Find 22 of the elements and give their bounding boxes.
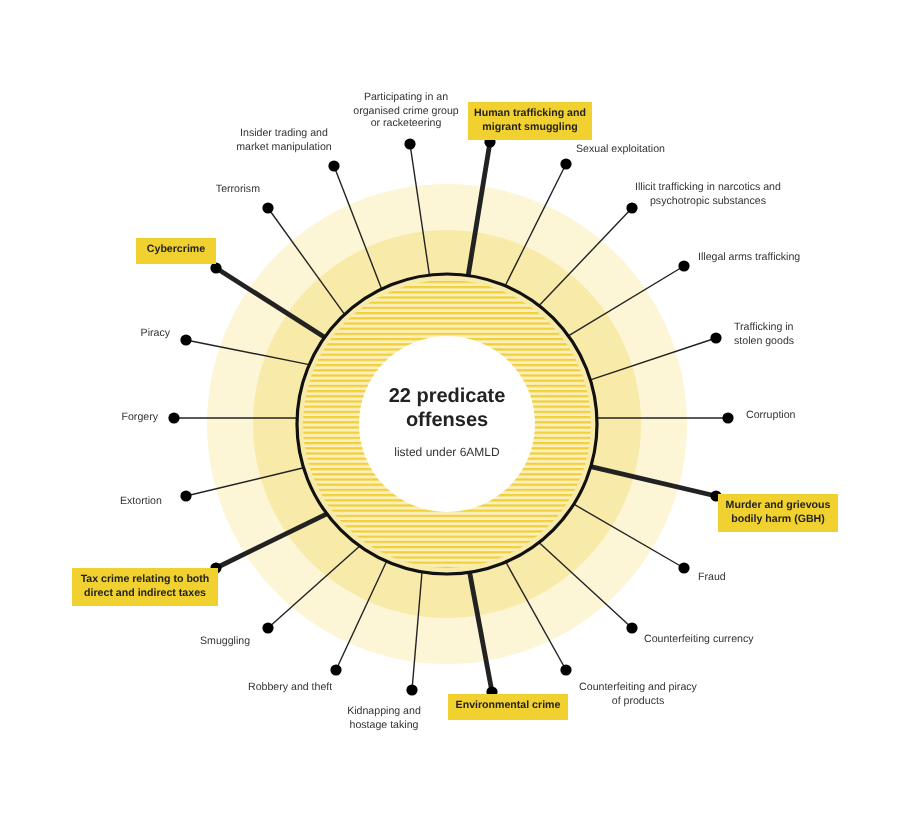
leader-line xyxy=(406,571,423,696)
leader-line xyxy=(589,332,722,381)
leader-line xyxy=(180,334,310,366)
thick-leader-line xyxy=(465,136,496,276)
leader-line xyxy=(538,541,638,634)
leader-line xyxy=(168,412,298,424)
leader-line xyxy=(505,561,572,676)
leader-line xyxy=(330,560,388,676)
leader-line xyxy=(538,202,638,307)
leader-line xyxy=(404,138,431,276)
leader-line xyxy=(567,260,690,337)
thick-leader-line xyxy=(467,571,498,698)
leader-line xyxy=(573,503,690,574)
thick-leader-line xyxy=(210,262,326,340)
leader-line xyxy=(504,158,572,287)
leader-line xyxy=(596,412,734,424)
leader-line xyxy=(180,467,305,502)
leader-line xyxy=(262,545,361,634)
thick-leader-line xyxy=(590,464,722,502)
center-title: 22 predicate offenses xyxy=(386,385,508,433)
leader-line xyxy=(328,160,383,290)
leader-line xyxy=(262,202,346,316)
